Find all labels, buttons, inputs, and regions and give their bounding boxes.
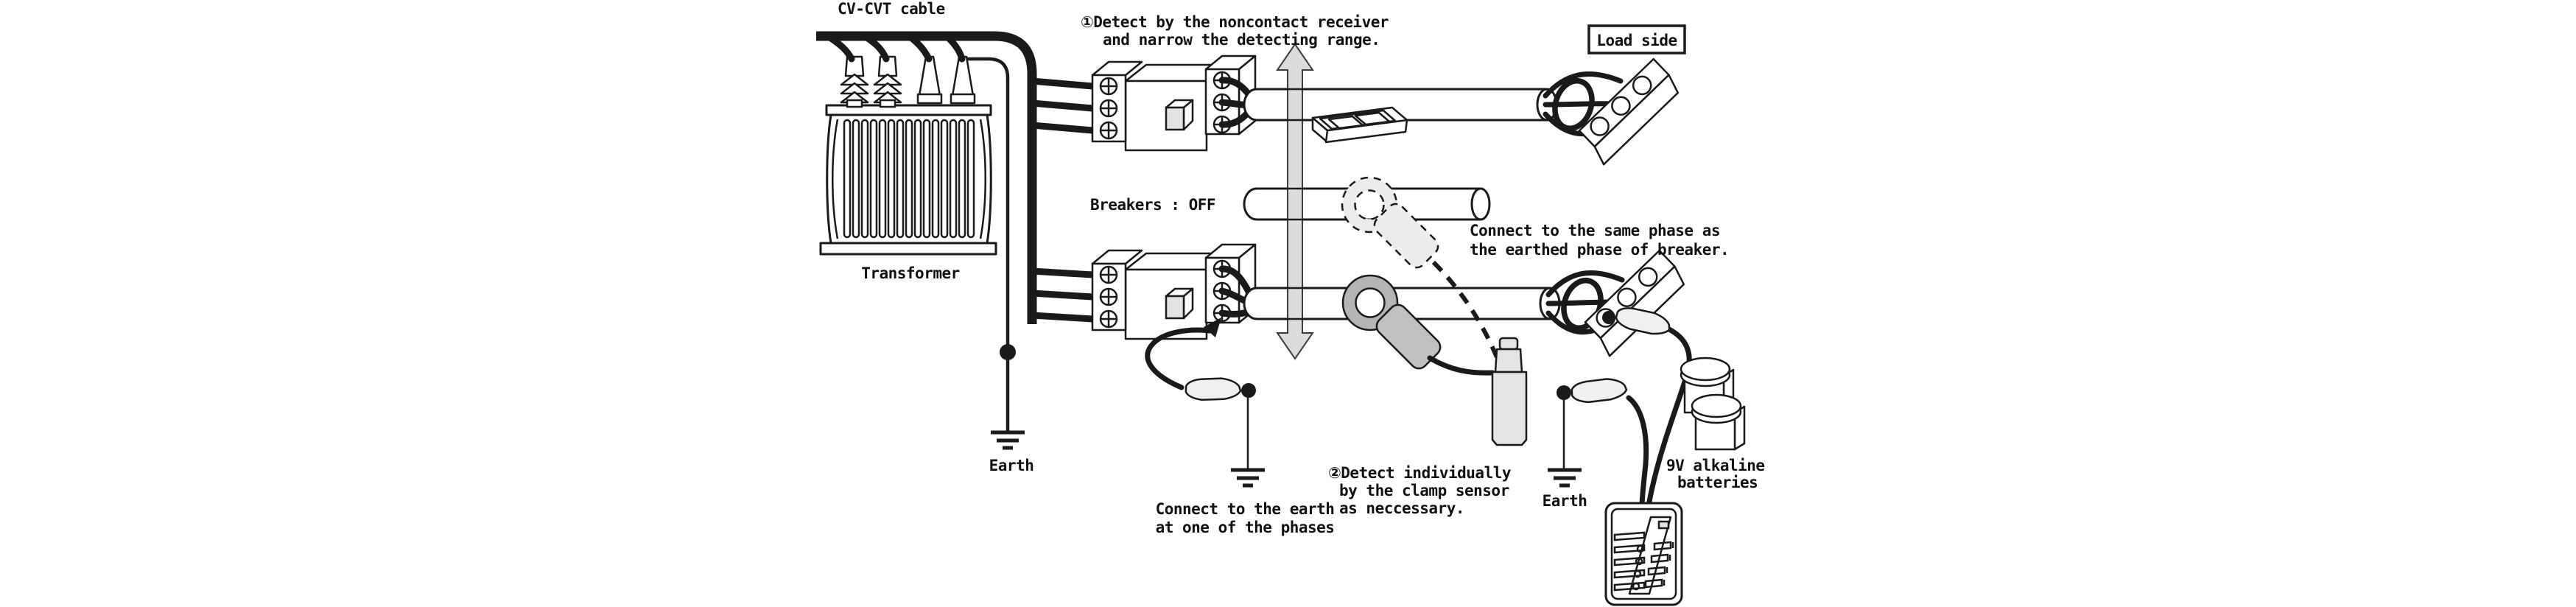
- alligator-clip-earth: [1570, 376, 1628, 404]
- breaker-load-wires: [1218, 77, 1253, 317]
- label-step1-line2: and narrow the detecting range.: [1103, 31, 1380, 49]
- dashed-connection-line: [1431, 260, 1501, 362]
- label-earth-right: Earth: [1543, 492, 1587, 510]
- label-connect-earth-line2: at one of the phases: [1156, 519, 1335, 536]
- noncontact-receiver-pen: [1491, 337, 1528, 446]
- label-step2-line2: by the clamp sensor: [1339, 482, 1509, 499]
- detector-earth-lead: [1548, 376, 1649, 510]
- receiver-window-1: [1327, 115, 1364, 130]
- label-batteries-line1: 9V alkaline: [1666, 457, 1765, 474]
- breaker-feed-wires: [1028, 77, 1096, 323]
- label-breakers-off: Breakers : OFF: [1090, 196, 1215, 214]
- tube-edges-over-arrow: [1285, 88, 1305, 320]
- scan-direction-arrow: [1276, 43, 1314, 360]
- phase-detector-device: [1604, 502, 1683, 606]
- earth-symbol-right: [1548, 468, 1582, 488]
- noncontact-receiver-box: [1311, 106, 1408, 144]
- label-load-side: Load side: [1596, 32, 1677, 49]
- label-cv-cvt-cable: CV-CVT cable: [838, 0, 945, 18]
- label-transformer: Transformer: [861, 264, 960, 282]
- label-earth-left: Earth: [989, 457, 1034, 474]
- alligator-clip-breaker: [1185, 376, 1242, 402]
- load-cables: [1243, 88, 1561, 320]
- cable-tube-upper: [1243, 88, 1548, 122]
- earth-symbol-left: [991, 430, 1025, 450]
- device-indicator-bars: [1644, 541, 1674, 589]
- cable-tube-middle: [1243, 187, 1482, 221]
- label-step1-line1: ①Detect by the noncontact receiver: [1081, 13, 1389, 31]
- earth-symbol-mid: [1231, 468, 1265, 488]
- cable-binding-loop-upper: [1552, 78, 1595, 131]
- clamp-sensor-solid: [1341, 274, 1495, 376]
- label-batteries-line2: batteries: [1677, 474, 1758, 491]
- earth-conductor: [966, 57, 1010, 431]
- label-step2-line1: ②Detect individually: [1328, 464, 1512, 482]
- clamp-sensor-dashed: [1341, 176, 1501, 362]
- bushing-arrester-2: [873, 55, 902, 108]
- transformer-tank: [826, 113, 992, 245]
- transformer: [819, 55, 997, 256]
- breaker-earth-lead: [1145, 317, 1265, 488]
- cv-cvt-cable: [816, 31, 1037, 431]
- load-side-box: [1587, 24, 1686, 55]
- transformer-bottom-flange: [819, 242, 997, 256]
- earth-junction-dot: [1000, 344, 1016, 360]
- bushing-cone-2: [950, 55, 976, 105]
- battery-2: [1691, 393, 1746, 451]
- batteries: [1680, 357, 1746, 451]
- label-step2-line3: as neccessary.: [1339, 499, 1464, 517]
- lead-arrowhead: [1204, 317, 1221, 337]
- device-scale-bars: [1613, 531, 1646, 592]
- label-same-phase-line1: Connect to the same phase as: [1470, 222, 1720, 239]
- receiver-window-2: [1354, 111, 1391, 126]
- bushing-arrester-1: [840, 55, 869, 108]
- clamp-sensor-cable: [1427, 355, 1495, 376]
- transformer-fins: [832, 119, 986, 239]
- label-connect-earth-line1: Connect to the earth: [1156, 500, 1335, 518]
- label-same-phase-line2: the earthed phase of breaker.: [1470, 241, 1729, 259]
- bushing-cone-1: [916, 55, 943, 105]
